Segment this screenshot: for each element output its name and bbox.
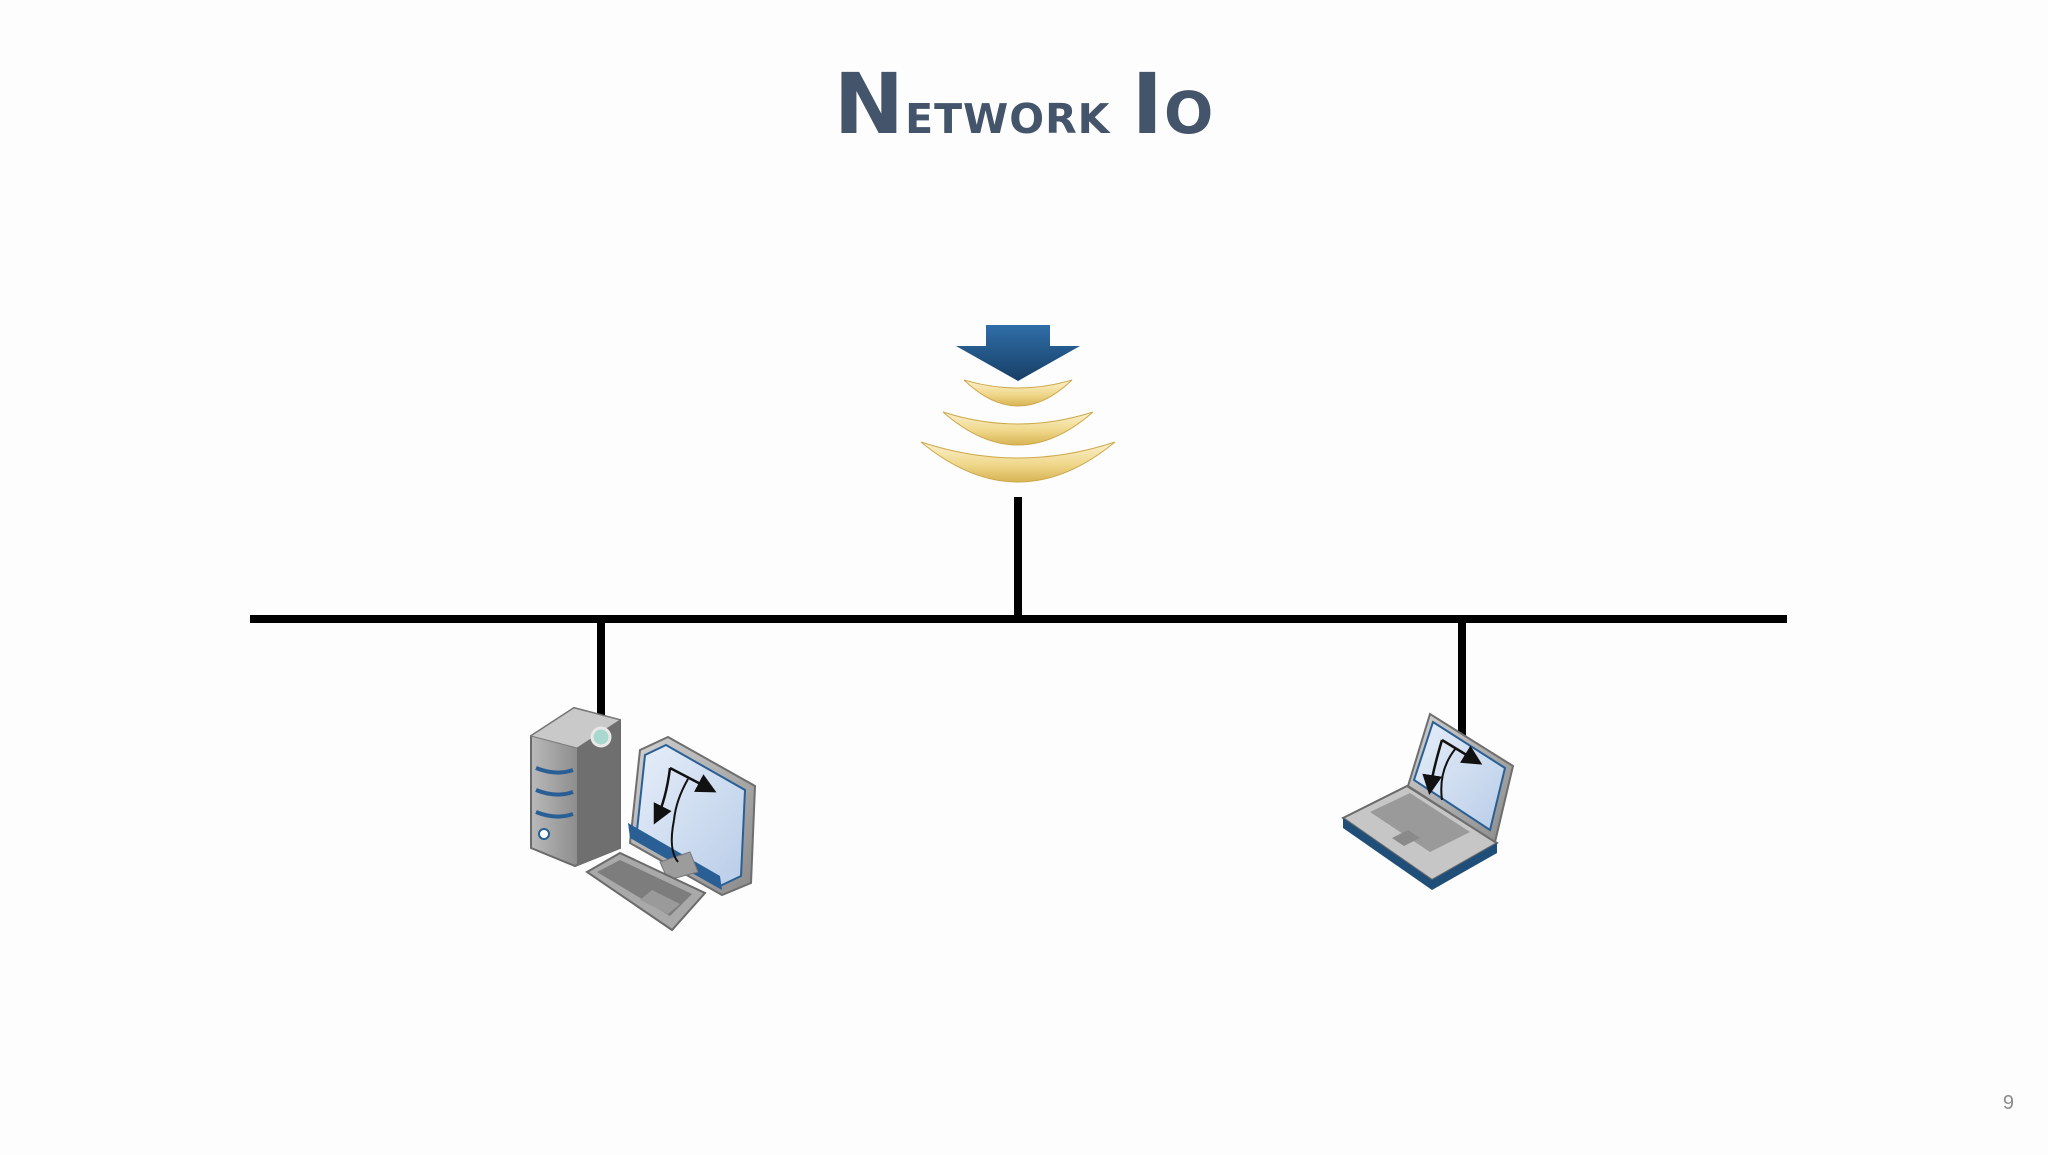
wifi-broadcast-icon [920,379,1116,483]
download-arrow-icon [956,325,1080,381]
monitor-icon [628,735,757,897]
network-bus [250,497,1787,740]
tower-icon [529,706,622,868]
laptop-icon [1341,712,1515,890]
title-text: Network IO [833,55,1215,153]
page-title: Network IO [0,62,2048,146]
desktop-computer [529,706,757,932]
page-number: 9 [2002,1092,2014,1114]
keyboard-icon [585,851,707,932]
wireless-access-point [920,325,1116,483]
laptop-computer [1341,712,1515,890]
